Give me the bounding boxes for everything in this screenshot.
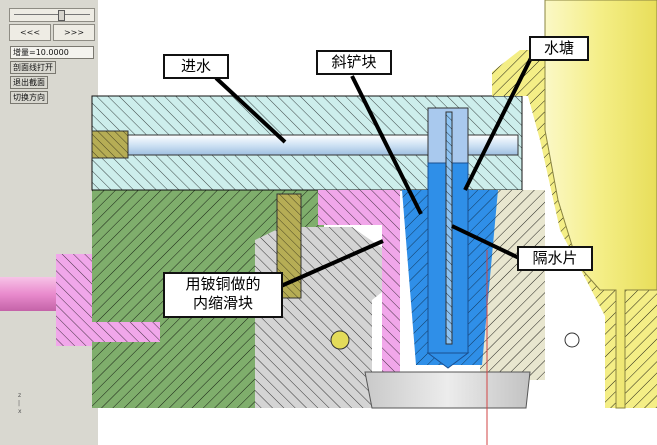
callout-slider: 用铍铜做的 内缩滑块 bbox=[163, 272, 283, 318]
leader-shovel bbox=[350, 75, 423, 215]
callout-shovel: 斜铲块 bbox=[316, 50, 392, 75]
leader-slider bbox=[271, 239, 384, 292]
callout-inlet: 进水 bbox=[163, 54, 229, 79]
prev-button[interactable]: <<< bbox=[9, 24, 51, 41]
leader-baffle bbox=[451, 224, 520, 260]
bottom-insert bbox=[364, 371, 531, 409]
axis-triad-icon: z|x bbox=[18, 392, 22, 415]
slider-pin bbox=[330, 330, 350, 350]
leader-inlet bbox=[214, 76, 287, 144]
section-slider[interactable] bbox=[9, 8, 95, 22]
callout-baffle: 隔水片 bbox=[517, 246, 593, 271]
increment-field[interactable]: 增量=10.0000 bbox=[10, 46, 94, 59]
sprue-bush bbox=[544, 0, 657, 409]
next-button[interactable]: >>> bbox=[53, 24, 95, 41]
hatch-toggle-button[interactable]: 剖面线打开 bbox=[10, 61, 56, 74]
leader-well bbox=[463, 57, 533, 191]
ejector-pin-hole bbox=[564, 332, 580, 348]
slider-thumb[interactable] bbox=[58, 10, 65, 21]
callout-well: 水塘 bbox=[529, 36, 589, 61]
callout-slider-line2: 内缩滑块 bbox=[192, 294, 253, 312]
exit-section-button[interactable]: 退出截面 bbox=[10, 76, 48, 89]
callout-slider-line1: 用铍铜做的 bbox=[185, 275, 261, 293]
pink-rod bbox=[0, 277, 62, 311]
switch-direction-button[interactable]: 切换方向 bbox=[10, 91, 48, 104]
control-panel: <<< >>> 增量=10.0000 剖面线打开 退出截面 切换方向 z|x bbox=[0, 0, 98, 445]
